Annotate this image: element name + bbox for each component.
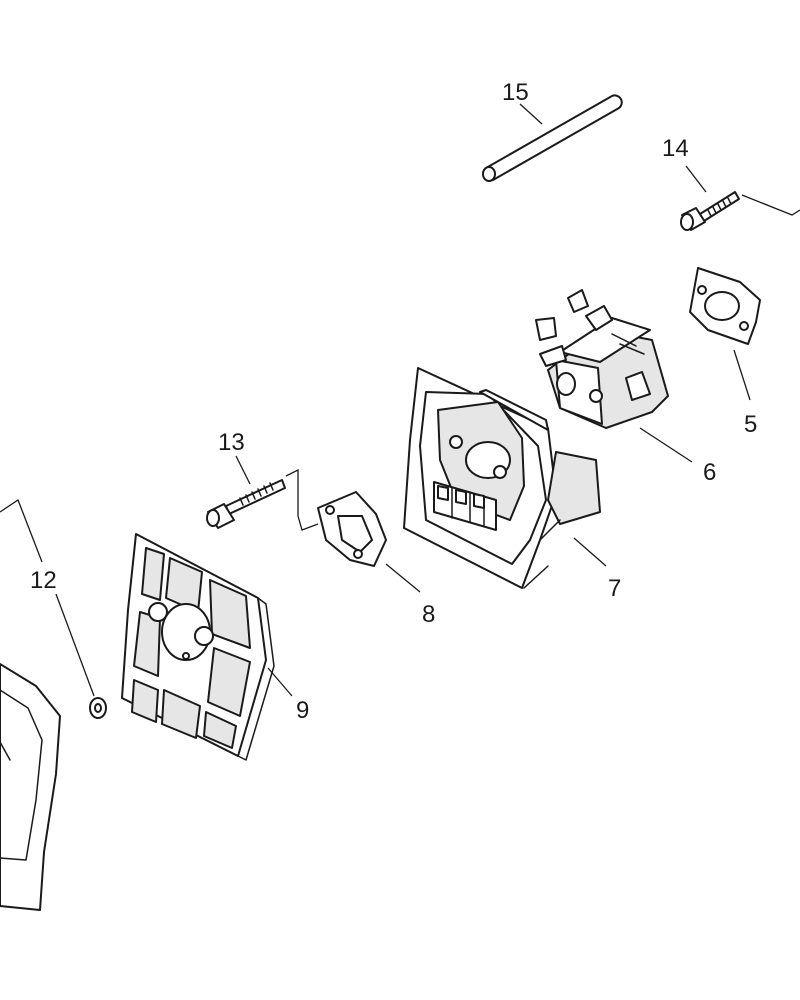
part-7-filter-housing (403, 367, 601, 589)
callout-14: 14 (662, 135, 689, 162)
leader-6 (639, 427, 693, 463)
part-6-carburetor (535, 289, 669, 429)
leader-14 (685, 165, 707, 193)
leader-13 (235, 455, 251, 485)
assembly-line-13 (285, 468, 319, 531)
part-12-washer (89, 697, 107, 719)
part-5-gasket (689, 267, 761, 345)
part-13-bolt (206, 479, 286, 529)
callout-13: 13 (218, 429, 245, 456)
leader-12 (55, 593, 95, 697)
callout-12: 12 (30, 567, 57, 594)
callout-5: 5 (744, 411, 757, 438)
callout-15: 15 (502, 79, 529, 106)
leader-15 (519, 103, 543, 125)
leader-5 (733, 349, 751, 401)
leader-9 (267, 667, 293, 697)
assembly-line-12 (0, 499, 43, 563)
callout-6: 6 (703, 459, 716, 486)
part-cover-partial (0, 663, 61, 911)
part-14-screw (680, 191, 740, 231)
part-15-rod (482, 94, 623, 182)
leader-8 (385, 563, 421, 593)
assembly-line-14 (741, 194, 800, 216)
part-8-gasket (317, 491, 387, 567)
leader-7 (573, 537, 607, 567)
callout-9: 9 (296, 697, 309, 724)
callout-8: 8 (422, 601, 435, 628)
callout-7: 7 (608, 575, 621, 602)
part-9-air-filter (121, 533, 275, 761)
